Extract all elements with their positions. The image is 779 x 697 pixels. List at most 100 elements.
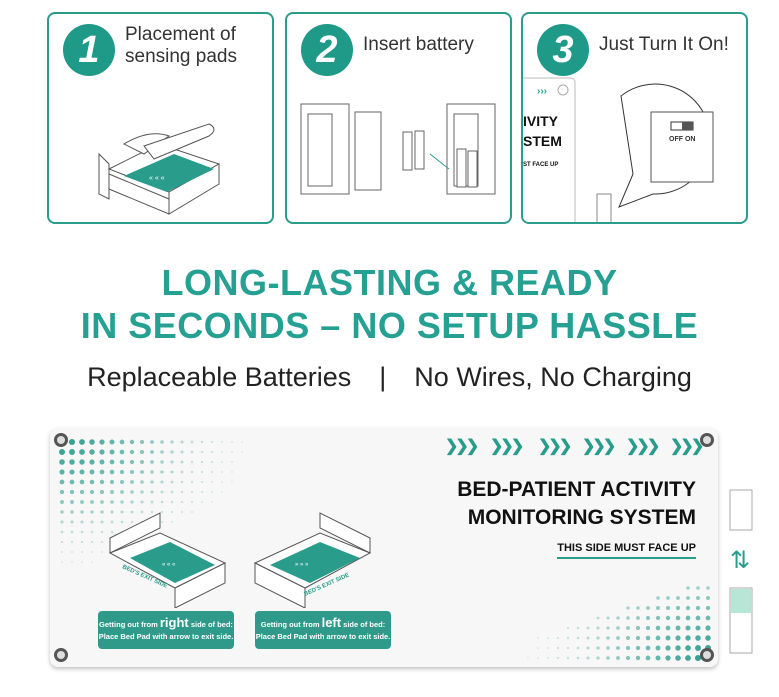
swap-arrows-icon: ⇅ [730, 547, 750, 574]
dot [140, 480, 144, 484]
dot [101, 551, 103, 553]
dot [81, 561, 83, 563]
dot [606, 616, 610, 620]
dot [695, 615, 701, 621]
dot [60, 540, 64, 544]
dot [596, 636, 600, 640]
headline-line-2: IN SECONDS – NO SETUP HASSLE [80, 305, 699, 346]
dot [645, 615, 651, 621]
dot [696, 596, 700, 600]
dot [180, 500, 184, 504]
dot [99, 489, 105, 495]
device-text: STEM [523, 133, 562, 149]
dot [636, 606, 640, 610]
dot [221, 491, 223, 493]
dot [606, 646, 610, 650]
dot [685, 605, 691, 611]
chevron-icon: » » » [295, 562, 309, 568]
dot [586, 656, 590, 660]
dot [665, 605, 671, 611]
dot [645, 635, 651, 641]
dot [59, 469, 65, 475]
dot [61, 561, 63, 563]
note-text: side of bed: [341, 620, 386, 629]
dot [606, 636, 610, 640]
dot [190, 440, 194, 444]
dot [130, 520, 134, 524]
dot [80, 540, 84, 544]
dot [635, 625, 641, 631]
dot [150, 480, 154, 484]
dot [91, 561, 93, 563]
dot [547, 637, 549, 639]
dot [170, 500, 174, 504]
dot [596, 646, 600, 650]
dot [221, 471, 223, 473]
dot [695, 635, 701, 641]
dot [119, 479, 125, 485]
dot [190, 470, 194, 474]
dot [210, 440, 214, 444]
dot [150, 460, 154, 464]
chevron-icon: « « « [162, 562, 176, 568]
dot [201, 491, 203, 493]
feature-text: No Wires, No Charging [414, 362, 692, 392]
dot [566, 626, 570, 630]
dot [140, 510, 144, 514]
dot [635, 635, 641, 641]
dot [190, 480, 194, 484]
step-3-panel: 3 Just Turn It On! ››› IVITY STEM ST FAC… [521, 12, 748, 224]
dot [655, 635, 661, 641]
dot [120, 500, 124, 504]
dot [99, 449, 105, 455]
dot [646, 606, 650, 610]
dot [655, 625, 661, 631]
dot [231, 441, 233, 443]
dot [69, 459, 75, 465]
dot [231, 471, 233, 473]
chevron-icon: ❯❯❯ [490, 438, 524, 455]
right-side-note: Getting out from right side of bed:Place… [98, 611, 234, 649]
dot [70, 530, 74, 534]
dot [129, 439, 135, 445]
dot [616, 636, 620, 640]
dot [191, 511, 193, 513]
dot [160, 500, 164, 504]
dot [556, 656, 560, 660]
dot [170, 480, 174, 484]
grommet-icon [700, 433, 714, 447]
dot [596, 626, 600, 630]
dot [150, 450, 154, 454]
dot [675, 615, 681, 621]
dot [160, 490, 164, 494]
dot [190, 490, 194, 494]
dot [566, 656, 570, 660]
dot [119, 449, 125, 455]
dot [71, 561, 73, 563]
dot [140, 470, 144, 474]
chevron-icon: ❯❯❯ [626, 438, 660, 455]
dot [586, 636, 590, 640]
dot [160, 470, 164, 474]
dot [120, 510, 124, 514]
dot [695, 625, 701, 631]
dot [210, 450, 214, 454]
dot [110, 500, 114, 504]
dot [180, 490, 184, 494]
dot [655, 655, 661, 661]
dot [91, 551, 93, 553]
dot [656, 606, 660, 610]
step-title-line: sensing pads [125, 46, 237, 67]
dot [71, 551, 73, 553]
dot [109, 439, 115, 445]
dot [606, 626, 610, 630]
dot [200, 480, 204, 484]
dot [150, 510, 154, 514]
dot [110, 490, 114, 494]
dot [675, 655, 681, 661]
dot [527, 657, 529, 659]
dot [70, 520, 74, 524]
left-side-note: Getting out from left side of bed:Place … [255, 611, 391, 649]
dot [606, 656, 610, 660]
dot [89, 469, 95, 475]
